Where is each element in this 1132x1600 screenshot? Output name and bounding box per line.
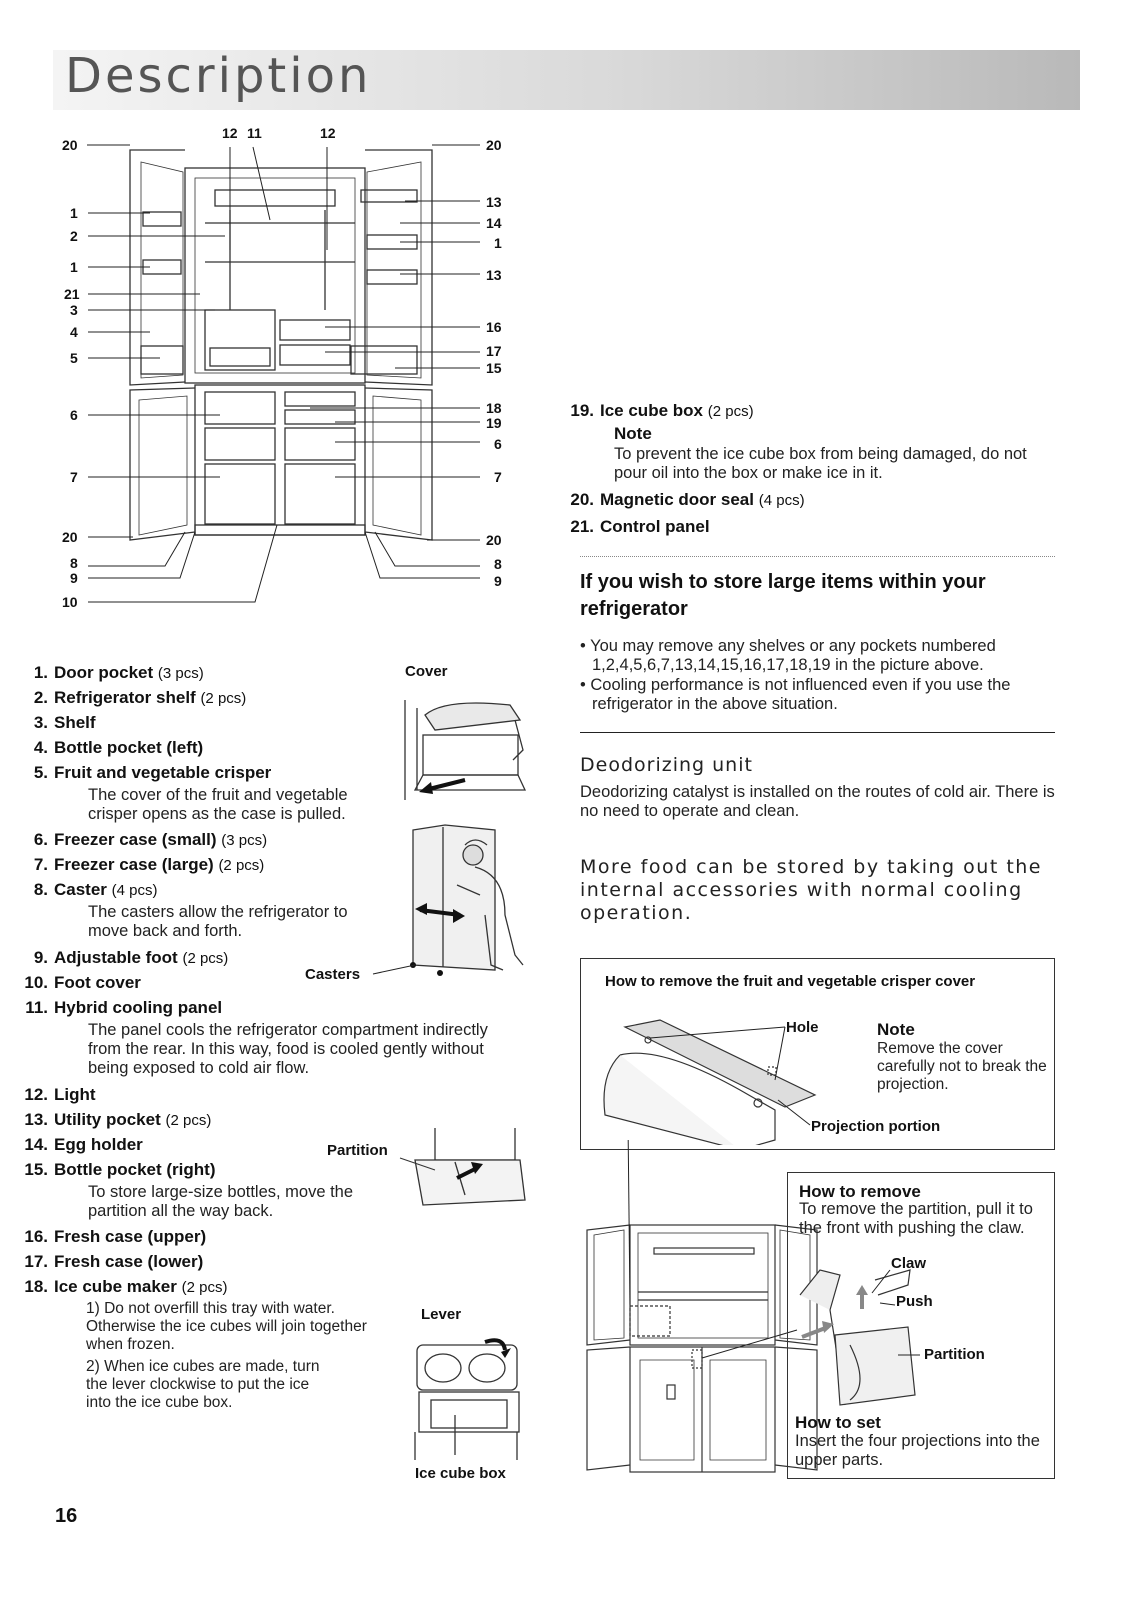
large-items-heading: If you wish to store large items within …: [580, 569, 1050, 623]
deodorizing-text: Deodorizing catalyst is installed on the…: [580, 783, 1060, 821]
how-to-remove-title: How to remove: [799, 1181, 921, 1202]
item-description: To prevent the ice cube box from being d…: [614, 445, 1054, 483]
callout-label: 7: [70, 469, 78, 485]
item-description: To store large-size bottles, move the pa…: [88, 1183, 373, 1221]
callout-label: 10: [62, 594, 78, 610]
crisper-cover-illustration: [395, 690, 530, 805]
item-description: The casters allow the refrigerator to mo…: [88, 903, 368, 941]
list-item: 7.Freezer case (large) (2 pcs): [14, 854, 264, 876]
note-label: Note: [614, 423, 652, 444]
callout-label: 20: [62, 137, 78, 153]
callout-label: 6: [494, 436, 502, 452]
how-to-set-title: How to set: [795, 1412, 881, 1433]
list-item: 10.Foot cover: [14, 972, 141, 993]
list-item: 13.Utility pocket (2 pcs): [14, 1109, 211, 1131]
bullet-item: • Cooling performance is not influenced …: [580, 676, 1072, 714]
callout-label: 15: [486, 360, 502, 376]
list-item: 16.Fresh case (upper): [14, 1226, 206, 1247]
hole-leader: [640, 1020, 840, 1130]
item-subnote: 1) Do not overfill this tray with water.…: [86, 1300, 386, 1354]
callout-label: 8: [70, 555, 78, 571]
list-item: 8.Caster (4 pcs): [14, 879, 158, 901]
callout-label: 9: [494, 573, 502, 589]
callout-label: 16: [486, 319, 502, 335]
callout-label: 20: [486, 137, 502, 153]
callout-label: 18: [486, 400, 502, 416]
bullet-item: • You may remove any shelves or any pock…: [580, 637, 1072, 675]
callout-label: 5: [70, 350, 78, 366]
list-item: 4.Bottle pocket (left): [14, 737, 203, 758]
callout-label: 13: [486, 267, 502, 283]
list-item: 11.Hybrid cooling panel: [14, 997, 222, 1018]
how-to-set-text: Insert the four projections into the upp…: [795, 1432, 1050, 1470]
claw-label: Claw: [891, 1255, 926, 1272]
push-label: Push: [896, 1293, 933, 1310]
list-item: 1.Door pocket (3 pcs): [14, 662, 204, 684]
callout-label: 20: [486, 532, 502, 548]
list-item: 21.Control panel: [560, 516, 710, 537]
list-item: 19.Ice cube box (2 pcs): [560, 400, 754, 422]
lever-label: Lever: [421, 1306, 461, 1323]
callout-label: 7: [494, 469, 502, 485]
partition-label: Partition: [924, 1346, 985, 1363]
item-description: The cover of the fruit and vegetable cri…: [88, 786, 388, 824]
partition-removal-illustration: [790, 1255, 960, 1415]
callout-label: 17: [486, 343, 502, 359]
list-item: 14.Egg holder: [14, 1134, 143, 1155]
callout-label: 11: [247, 125, 262, 141]
list-item: 3.Shelf: [14, 712, 96, 733]
list-item: 20.Magnetic door seal (4 pcs): [560, 489, 805, 511]
item-description: The panel cools the refrigerator compart…: [88, 1021, 508, 1078]
divider: [580, 556, 1055, 557]
callout-label: 1: [70, 205, 78, 221]
list-item: 12.Light: [14, 1084, 96, 1105]
crisper-note: Remove the cover carefully not to break …: [877, 1040, 1047, 1094]
callout-label: 12: [320, 125, 336, 141]
callout-label: 1: [70, 259, 78, 275]
page-title: Description: [65, 48, 371, 104]
callout-label: 8: [494, 556, 502, 572]
callout-label: 1: [494, 235, 502, 251]
cover-label: Cover: [405, 663, 448, 680]
callout-label: 19: [486, 415, 502, 431]
callout-label: 4: [70, 324, 78, 340]
callout-label: 21: [64, 286, 80, 302]
note-label: Note: [877, 1019, 915, 1040]
how-to-remove-text: To remove the partition, pull it to the …: [799, 1200, 1054, 1238]
callout-label: 3: [70, 302, 78, 318]
deodorizing-heading: Deodorizing unit: [580, 754, 753, 776]
fridge-diagram: [55, 120, 535, 610]
ice-cube-box-label: Ice cube box: [415, 1465, 506, 1482]
callout-label: 13: [486, 194, 502, 210]
casters-leader: [365, 960, 425, 980]
callout-label: 12: [222, 125, 238, 141]
list-item: 2.Refrigerator shelf (2 pcs): [14, 687, 246, 709]
projection-label: Projection portion: [811, 1118, 940, 1135]
list-item: 9.Adjustable foot (2 pcs): [14, 947, 228, 969]
list-item: 6.Freezer case (small) (3 pcs): [14, 829, 267, 851]
list-item: 5.Fruit and vegetable crisper: [14, 762, 271, 783]
callout-label: 2: [70, 228, 78, 244]
callout-label: 6: [70, 407, 78, 423]
list-item: 18.Ice cube maker (2 pcs): [14, 1276, 227, 1298]
callout-label: 14: [486, 215, 502, 231]
more-food-text: More food can be stored by taking out th…: [580, 856, 1060, 925]
callout-label: 9: [70, 570, 78, 586]
callout-label: 20: [62, 529, 78, 545]
casters-label: Casters: [305, 966, 360, 983]
partition-label: Partition: [327, 1142, 388, 1159]
bottle-pocket-illustration: [395, 1120, 535, 1215]
list-item: 15.Bottle pocket (right): [14, 1159, 216, 1180]
ice-maker-illustration: [405, 1330, 530, 1465]
divider: [580, 732, 1055, 733]
crisper-box-title: How to remove the fruit and vegetable cr…: [605, 972, 985, 991]
page-number: 16: [55, 1505, 77, 1528]
item-subnote: 2) When ice cubes are made, turn the lev…: [86, 1358, 336, 1412]
list-item: 17.Fresh case (lower): [14, 1251, 203, 1272]
